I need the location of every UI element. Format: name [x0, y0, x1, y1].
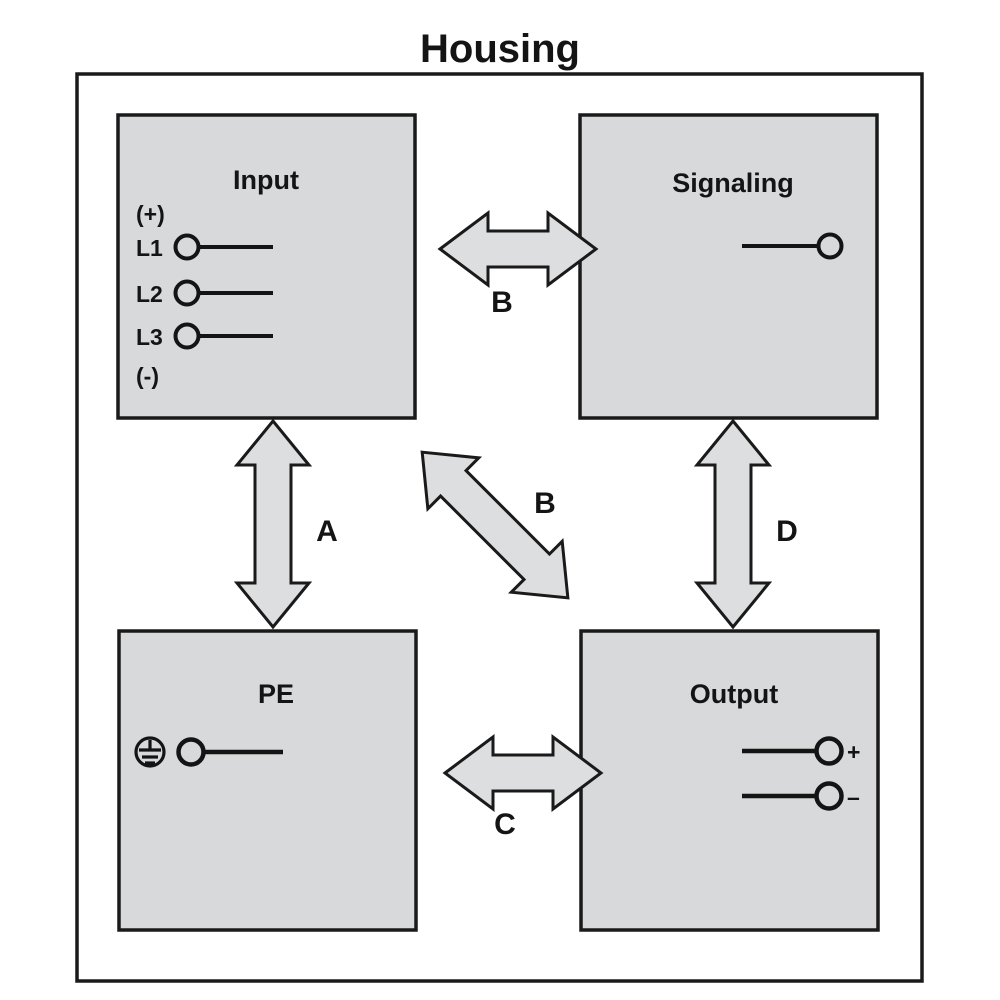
arrow-a-label: A	[316, 515, 338, 548]
block-input-title: Input	[233, 165, 299, 195]
block-pe-body	[117, 629, 418, 932]
block-pe[interactable]: PE	[117, 629, 418, 932]
input-terminal-l3[interactable]: L3	[136, 322, 273, 350]
earth-ground-icon	[134, 736, 166, 768]
terminal-circle-icon	[816, 232, 844, 260]
block-output-body	[579, 629, 880, 932]
block-input[interactable]: Input (+) L1 L2 L3 (-)	[116, 113, 417, 420]
arrow-b-top-label: B	[491, 286, 513, 319]
output-terminal-negative-label: –	[847, 784, 860, 810]
output-terminal-positive-label: +	[847, 739, 860, 765]
arrow-d-shape	[693, 418, 773, 630]
arrow-a-shape	[233, 418, 313, 630]
input-terminal-l1-label: L1	[136, 235, 163, 261]
signaling-terminal[interactable]	[742, 232, 844, 260]
block-signaling-body	[578, 113, 879, 420]
arrow-b-diagonal[interactable]: B	[397, 427, 594, 624]
arrow-c-shape	[442, 734, 604, 812]
block-pe-title: PE	[258, 679, 294, 709]
arrow-b-top[interactable]: B	[437, 210, 599, 319]
input-note-plus: (+)	[136, 201, 165, 227]
block-output-title: Output	[690, 679, 778, 709]
page-title: Housing	[420, 27, 580, 71]
arrow-a[interactable]: A	[233, 418, 338, 630]
arrow-b-diagonal-label: B	[534, 487, 556, 520]
arrow-d[interactable]: D	[693, 418, 798, 630]
block-signaling-title: Signaling	[672, 168, 794, 198]
arrow-b-top-shape	[437, 210, 599, 288]
arrow-c-label: C	[494, 808, 516, 841]
input-terminal-l3-label: L3	[136, 324, 163, 350]
output-terminal-negative[interactable]: –	[742, 781, 860, 811]
pe-terminal[interactable]	[176, 737, 284, 767]
input-terminal-l2-label: L2	[136, 281, 163, 307]
block-signaling[interactable]: Signaling	[578, 113, 879, 420]
input-terminal-l1[interactable]: L1	[136, 233, 273, 261]
terminal-circle-icon	[814, 781, 844, 811]
input-terminal-l2[interactable]: L2	[136, 279, 273, 307]
arrow-b-diagonal-shape	[420, 450, 570, 600]
output-terminal-positive[interactable]: +	[742, 736, 860, 766]
arrow-c[interactable]: C	[442, 734, 604, 841]
terminal-circle-icon	[814, 736, 844, 766]
input-note-minus: (-)	[136, 363, 159, 389]
housing-frame	[75, 72, 924, 983]
block-input-body	[116, 113, 417, 420]
block-output[interactable]: Output + –	[579, 629, 880, 932]
arrow-d-label: D	[776, 515, 798, 548]
